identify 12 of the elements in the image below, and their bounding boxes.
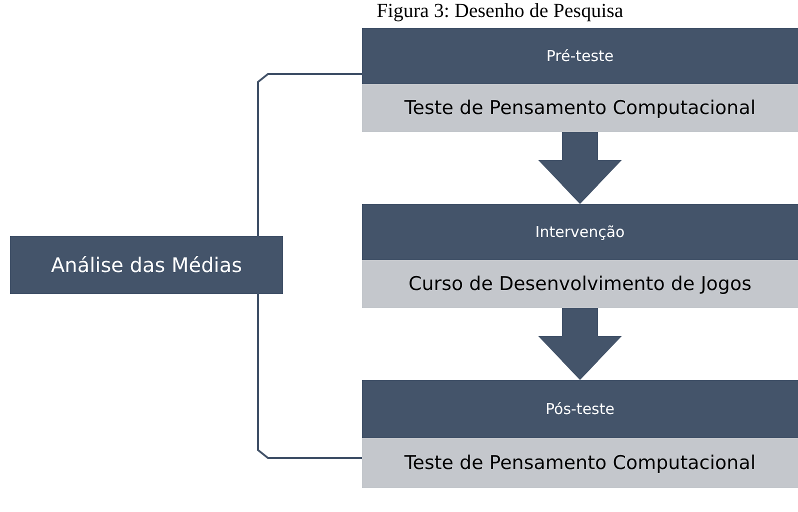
stage-body: Teste de Pensamento Computacional [362,438,798,488]
stage-body: Curso de Desenvolvimento de Jogos [362,260,798,308]
stage-body: Teste de Pensamento Computacional [362,84,798,132]
stage-header: Pós-teste [362,380,798,438]
block-arrow [538,308,622,380]
bracket-line [257,73,362,236]
stage-header: Pré-teste [362,28,798,84]
bracket-line [257,294,362,459]
block-arrow [538,132,622,204]
stage-header: Intervenção [362,204,798,260]
figure-title: Figura 3: Desenho de Pesquisa [376,0,624,22]
analysis-box: Análise das Médias [10,236,283,294]
